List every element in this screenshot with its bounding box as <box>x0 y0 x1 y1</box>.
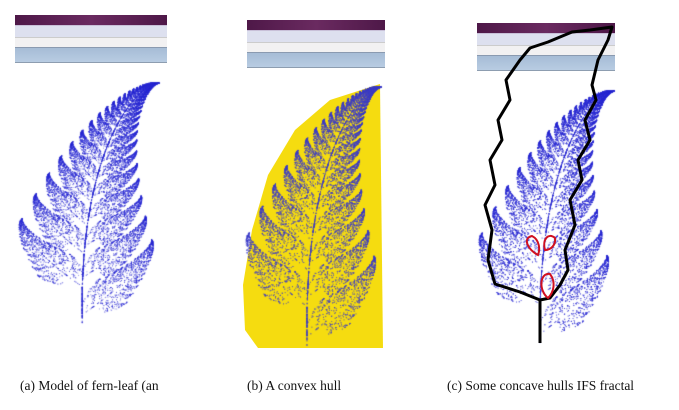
inner-concave-hull-3 <box>540 272 555 300</box>
inner-concave-hull-2 <box>543 234 557 252</box>
caption-c: (c) Some concave hulls IFS fractal <box>447 378 635 393</box>
inner-concave-hull-1 <box>525 234 541 257</box>
outer-concave-hull <box>483 25 614 343</box>
caption-b: (b) A convex hull <box>247 378 342 393</box>
caption-a: (a) Model of fern-leaf (an <box>20 378 159 393</box>
